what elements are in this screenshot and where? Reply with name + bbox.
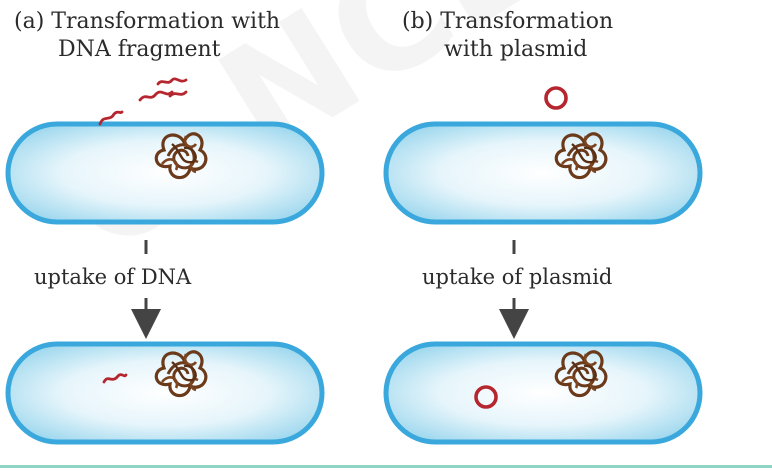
bottom-rule <box>0 465 772 468</box>
panel-a-step-label: uptake of DNA <box>34 265 192 289</box>
panel-b-step-label: uptake of plasmid <box>422 265 613 289</box>
dna-fragment-icon <box>138 90 174 102</box>
cell-b-before <box>383 121 703 225</box>
dna-fragment-icon <box>168 90 188 98</box>
plasmid-ring-icon <box>544 86 568 110</box>
panel-a-title-line1: (a) Transformation with <box>14 9 281 34</box>
panel-a-title-line2: DNA fragment <box>58 37 221 62</box>
plasmid-ring-icon <box>474 385 498 409</box>
dna-fragment-icon <box>156 77 188 86</box>
cell-b-after <box>383 341 703 445</box>
dna-fragment-icon <box>98 110 124 126</box>
cell-a-before <box>5 121 325 225</box>
cell-a-after <box>5 341 325 445</box>
panel-b-title-line2: with plasmid <box>444 37 588 62</box>
panel-b-title-line1: (b) Transformation <box>402 9 614 34</box>
dna-fragment-icon <box>102 373 128 384</box>
